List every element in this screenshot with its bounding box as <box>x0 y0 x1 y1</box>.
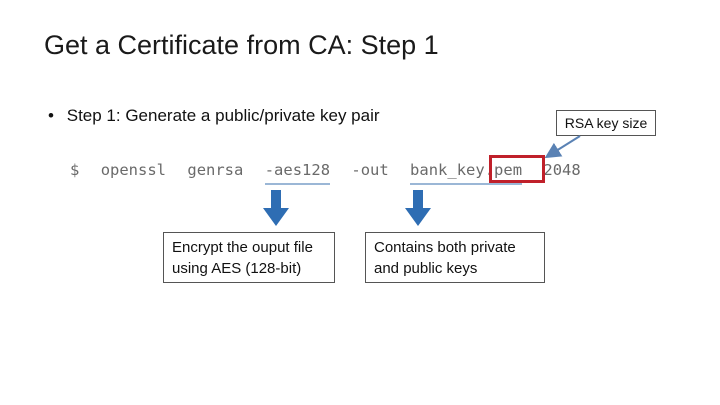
command-genrsa: genrsa <box>187 161 244 179</box>
slide-title: Get a Certificate from CA: Step 1 <box>44 30 439 60</box>
openssl-command-line: $ openssl genrsa -aes128 -out bank_key.p… <box>70 157 581 185</box>
encrypt-note-box: Encrypt the ouput file using AES (128-bi… <box>163 232 335 283</box>
output-filename: bank_key.pem <box>410 157 523 185</box>
option-out: -out <box>351 161 389 179</box>
command-openssl: openssl <box>100 161 167 179</box>
bullet-dot-icon: • <box>48 106 54 125</box>
key-size-value: 2048 <box>543 161 581 179</box>
down-arrow-icon <box>263 190 289 226</box>
keys-note-box: Contains both private and public keys <box>365 232 545 283</box>
bullet-text: Step 1: Generate a public/private key pa… <box>66 106 380 125</box>
option-aes128: -aes128 <box>264 157 331 185</box>
bullet-item: • Step 1: Generate a public/private key … <box>48 106 380 126</box>
key-size-highlight <box>489 155 545 183</box>
prompt-symbol: $ <box>70 161 80 179</box>
down-arrow-icon <box>405 190 431 226</box>
rsa-key-size-callout: RSA key size <box>556 110 656 136</box>
